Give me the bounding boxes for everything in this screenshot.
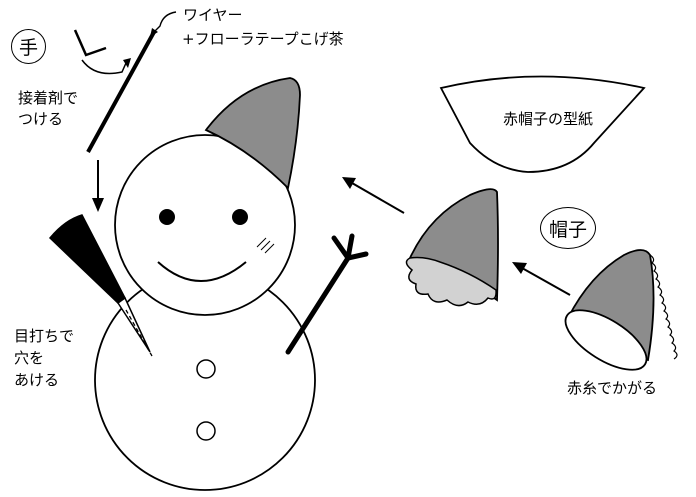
hat-pattern bbox=[439, 75, 646, 173]
wire-pointer bbox=[152, 11, 177, 34]
hole-label-line3: あける bbox=[14, 371, 60, 389]
snowman-right-arm bbox=[285, 233, 369, 355]
right-hat-stitches bbox=[649, 254, 678, 360]
hand-badge: 手 bbox=[11, 29, 46, 64]
wire-line bbox=[86, 31, 156, 153]
broom-black bbox=[48, 214, 126, 304]
right-to-middle-arrow bbox=[521, 267, 571, 296]
snowman-hat bbox=[204, 77, 301, 190]
hand-angle-mark bbox=[73, 29, 107, 57]
hat-badge: 帽子 bbox=[540, 207, 596, 249]
snowman-right-eye bbox=[232, 209, 248, 225]
snowman-button-bottom bbox=[196, 421, 216, 441]
glue-label-line1: 接着剤で bbox=[18, 89, 79, 107]
snowman-mouth bbox=[157, 261, 247, 282]
hole-label-line1: 目打ちで bbox=[14, 327, 75, 345]
snowman-cheek bbox=[256, 237, 275, 254]
hat-to-snowman-arrow bbox=[351, 182, 405, 214]
snowman-left-eye bbox=[159, 209, 175, 225]
pattern-label: 赤帽子の型紙 bbox=[503, 110, 594, 128]
hole-label-line2: 穴を bbox=[14, 349, 45, 367]
glue-curved-arrow bbox=[81, 59, 127, 75]
snowman-button-top bbox=[196, 359, 216, 379]
red-thread-label: 赤糸でかがる bbox=[567, 379, 658, 397]
floral-tape-label: +フローラテープこげ茶 bbox=[182, 30, 344, 48]
hole-dashed-line bbox=[125, 309, 153, 357]
glue-label-line2: つける bbox=[18, 110, 64, 128]
snowman-head bbox=[114, 134, 296, 316]
right-hat-opening bbox=[564, 309, 648, 371]
middle-hat-frill bbox=[405, 256, 497, 307]
wire-label: ワイヤー bbox=[183, 6, 243, 24]
